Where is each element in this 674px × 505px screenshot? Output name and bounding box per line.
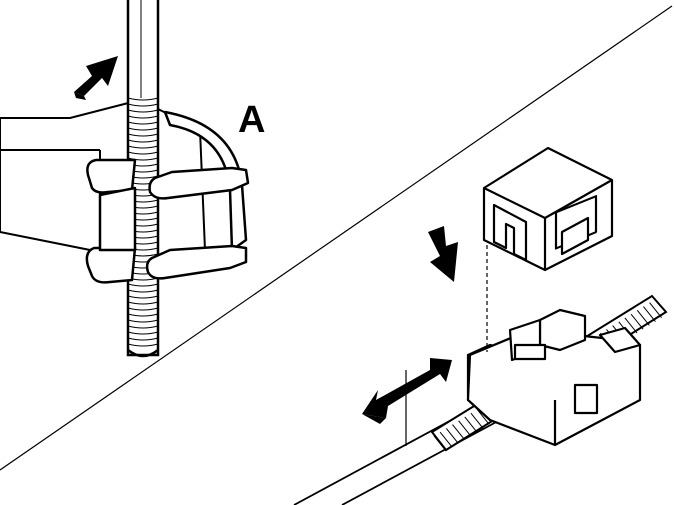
thread-ridge bbox=[127, 283, 159, 287]
thread-ridge bbox=[127, 109, 159, 113]
thread-ridge bbox=[127, 139, 159, 143]
thread-ridge bbox=[127, 307, 159, 311]
thread-ridge bbox=[630, 313, 644, 330]
thread-ridge bbox=[470, 412, 484, 429]
thread-ridge bbox=[127, 127, 159, 131]
thread-ridge bbox=[127, 295, 159, 299]
cable-clip bbox=[85, 110, 250, 284]
arrow-down-icon bbox=[428, 226, 458, 282]
thread-ridge bbox=[127, 97, 159, 101]
thread-ridge bbox=[476, 409, 490, 425]
thread-ridge bbox=[439, 431, 453, 448]
panel-divider bbox=[0, 5, 673, 471]
cable-holder-cap bbox=[482, 146, 614, 272]
thread-ridge bbox=[127, 301, 159, 305]
thread-ridge bbox=[649, 302, 662, 319]
thread-ridge bbox=[127, 331, 159, 335]
thread-ridge bbox=[127, 337, 159, 341]
thread-ridge bbox=[445, 428, 459, 444]
thread-ridge bbox=[127, 115, 159, 119]
thread-ridge bbox=[127, 103, 159, 107]
thread-ridge bbox=[127, 319, 159, 323]
thread-ridge bbox=[643, 306, 656, 322]
cable-line-upper bbox=[341, 419, 501, 505]
thread-ridge bbox=[127, 121, 159, 125]
thread-ridge bbox=[624, 317, 638, 334]
thread-ridge bbox=[127, 289, 159, 293]
thread-ridge bbox=[127, 157, 159, 161]
left-panel: A bbox=[0, 0, 265, 358]
thread-ridge bbox=[433, 435, 447, 452]
thread-ridge bbox=[464, 416, 478, 433]
thread-ridge bbox=[127, 133, 159, 137]
thread-ridge bbox=[127, 343, 159, 347]
double-arrow-icon bbox=[362, 358, 452, 424]
thread-ridge bbox=[127, 313, 159, 317]
thread-ridge bbox=[127, 145, 159, 149]
thread-ridge bbox=[636, 310, 650, 326]
callout-label-a: A bbox=[238, 99, 265, 141]
thread-ridge bbox=[458, 420, 472, 437]
thread-ridge bbox=[127, 151, 159, 155]
right-panel bbox=[293, 146, 668, 505]
arrow-up-right-icon bbox=[74, 56, 118, 100]
cable-holder-base bbox=[466, 308, 642, 447]
thread-ridge bbox=[127, 325, 159, 329]
thread-ridge bbox=[452, 424, 465, 440]
